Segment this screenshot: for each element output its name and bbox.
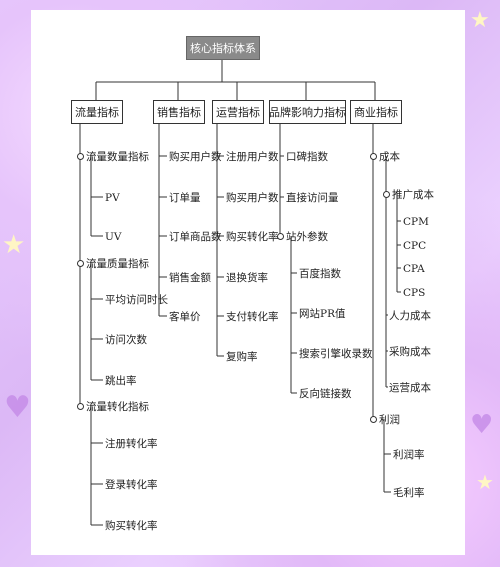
category-brand: 品牌影响力指标 [269,100,346,124]
branch-node [370,416,377,423]
traffic-uv-label: UV [105,231,122,243]
star-decoration-icon: ★ [2,230,26,260]
branch-node [77,403,84,410]
sales-amount-label: 销售金额 [169,272,211,284]
star-decoration-icon: ★ [476,470,494,494]
traffic-quality-label: 流量质量指标 [86,258,149,270]
branch-node [77,153,84,160]
biz-profit-label: 利润 [379,414,400,426]
category-operations: 运营指标 [212,100,264,124]
branch-node [383,191,390,198]
biz-purchase-cost-label: 采购成本 [389,346,431,358]
brand-pr-label: 网站PR值 [299,308,346,320]
biz-labor-cost-label: 人力成本 [389,310,431,322]
traffic-visits-label: 访问次数 [105,334,147,346]
category-business: 商业指标 [350,100,402,124]
brand-direct-visits-label: 直接访问量 [286,192,339,204]
traffic-pv-label: PV [105,192,120,204]
branch-node [77,260,84,267]
biz-profit-rate-label: 利润率 [393,449,425,461]
ops-buyers-label: 购买用户数 [226,192,279,204]
sales-aov-label: 客单价 [169,311,201,323]
ops-payment-conv-label: 支付转化率 [226,311,279,323]
brand-baidu-index-label: 百度指数 [299,268,341,280]
sales-buyers-label: 购买用户数 [169,151,222,163]
ops-buy-conv-label: 购买转化率 [226,231,279,243]
category-traffic: 流量指标 [71,100,123,124]
branch-node [370,153,377,160]
biz-cpa-label: CPA [403,263,425,275]
biz-cps-label: CPS [403,287,426,299]
category-sales: 销售指标 [153,100,205,124]
brand-backlinks-label: 反向链接数 [299,388,352,400]
heart-decoration-icon: ♥ [470,410,494,440]
traffic-purchase-conv-label: 购买转化率 [105,520,158,532]
brand-indexed-label: 搜索引擎收录数 [299,348,373,360]
sales-order-items-label: 订单商品数 [169,231,222,243]
biz-ops-cost-label: 运营成本 [389,382,431,394]
diagram-sheet: 核心指标体系 流量指标 销售指标 运营指标 品牌影响力指标 商业指标 流量数量指… [31,10,465,555]
brand-reputation-label: 口碑指数 [286,151,328,163]
biz-cpm-label: CPM [403,216,429,228]
traffic-register-conv-label: 注册转化率 [105,438,158,450]
traffic-avg-duration-label: 平均访问时长 [105,294,168,306]
brand-offsite-label: 站外参数 [286,231,328,243]
ops-return-rate-label: 退换货率 [226,272,268,284]
traffic-quantity-label: 流量数量指标 [86,151,149,163]
branch-node [277,233,284,240]
biz-cpc-label: CPC [403,240,427,252]
ops-repurchase-label: 复购率 [226,351,258,363]
heart-decoration-icon: ♥ [4,390,31,425]
traffic-conversion-label: 流量转化指标 [86,401,149,413]
traffic-bounce-label: 跳出率 [105,375,137,387]
star-decoration-icon: ★ [470,8,490,33]
root-node: 核心指标体系 [186,36,260,60]
biz-gross-margin-label: 毛利率 [393,487,425,499]
biz-promo-cost-label: 推广成本 [392,189,434,201]
ops-registered-label: 注册用户数 [226,151,279,163]
sales-orders-label: 订单量 [169,192,201,204]
biz-cost-label: 成本 [379,151,400,163]
traffic-login-conv-label: 登录转化率 [105,479,158,491]
